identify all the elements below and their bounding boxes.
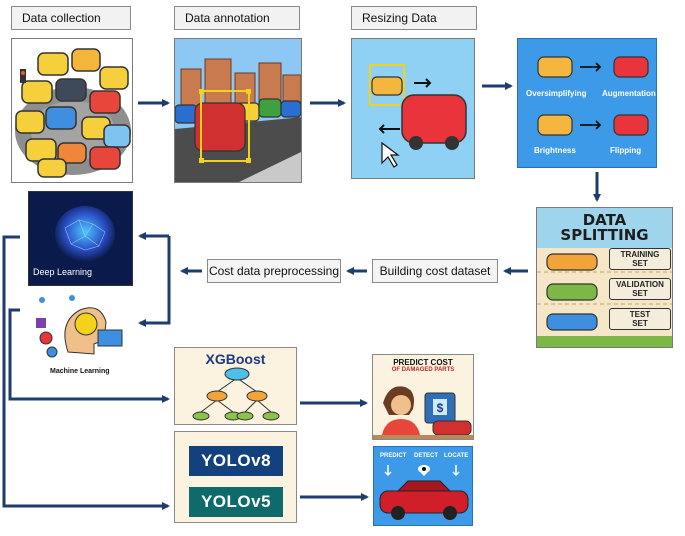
predict-cost-title-1: PREDICT COST bbox=[393, 358, 453, 367]
deep-learning-image: Deep Learning bbox=[28, 191, 133, 286]
label-data-collection: Data collection bbox=[11, 6, 131, 30]
yolov8-badge: YOLOv8 bbox=[189, 446, 283, 476]
data-splitting-title-1: DATA bbox=[582, 211, 627, 229]
cost-data-preprocessing-box: Cost data preprocessing bbox=[207, 259, 341, 283]
label-data-annotation: Data annotation bbox=[174, 6, 300, 30]
deep-learning-label: Deep Learning bbox=[33, 267, 93, 277]
augmentation-panel: Oversimplifying Augmentation Brightness … bbox=[517, 38, 657, 168]
machine-learning-label: Machine Learning bbox=[50, 368, 110, 375]
predict-label: PREDICT bbox=[380, 453, 407, 459]
building-cost-dataset-box: Building cost dataset bbox=[372, 259, 498, 283]
brightness-label: Brightness bbox=[534, 146, 576, 155]
machine-learning-image: Machine Learning bbox=[28, 292, 133, 380]
svg-text:$: $ bbox=[437, 401, 444, 415]
yolo-panel: YOLOv8 YOLOv5 bbox=[174, 431, 297, 523]
yolov5-badge: YOLOv5 bbox=[189, 487, 283, 517]
predict-cost-title-2: OF DAMAGED PARTS bbox=[391, 367, 455, 373]
flipping-label: Flipping bbox=[610, 146, 642, 155]
data-annotation-image bbox=[174, 38, 302, 183]
data-collection-image bbox=[11, 38, 133, 183]
augmentation-label: Augmentation bbox=[602, 89, 656, 98]
label-resizing-data: Resizing Data bbox=[351, 6, 477, 30]
data-splitting-title-2: SPLITTING bbox=[560, 226, 649, 244]
predict-cost-image: PREDICT COST OF DAMAGED PARTS $ bbox=[372, 354, 474, 440]
resizing-data-image bbox=[351, 38, 475, 179]
detect-locate-image: PREDICT DETECT LOCATE bbox=[373, 446, 473, 526]
xgboost-panel: XGBoost bbox=[174, 347, 297, 425]
xgboost-title: XGBoost bbox=[205, 351, 266, 367]
detect-label: DETECT bbox=[414, 453, 438, 459]
locate-label: LOCATE bbox=[444, 453, 469, 459]
oversimplifying-label: Oversimplifying bbox=[526, 89, 587, 98]
